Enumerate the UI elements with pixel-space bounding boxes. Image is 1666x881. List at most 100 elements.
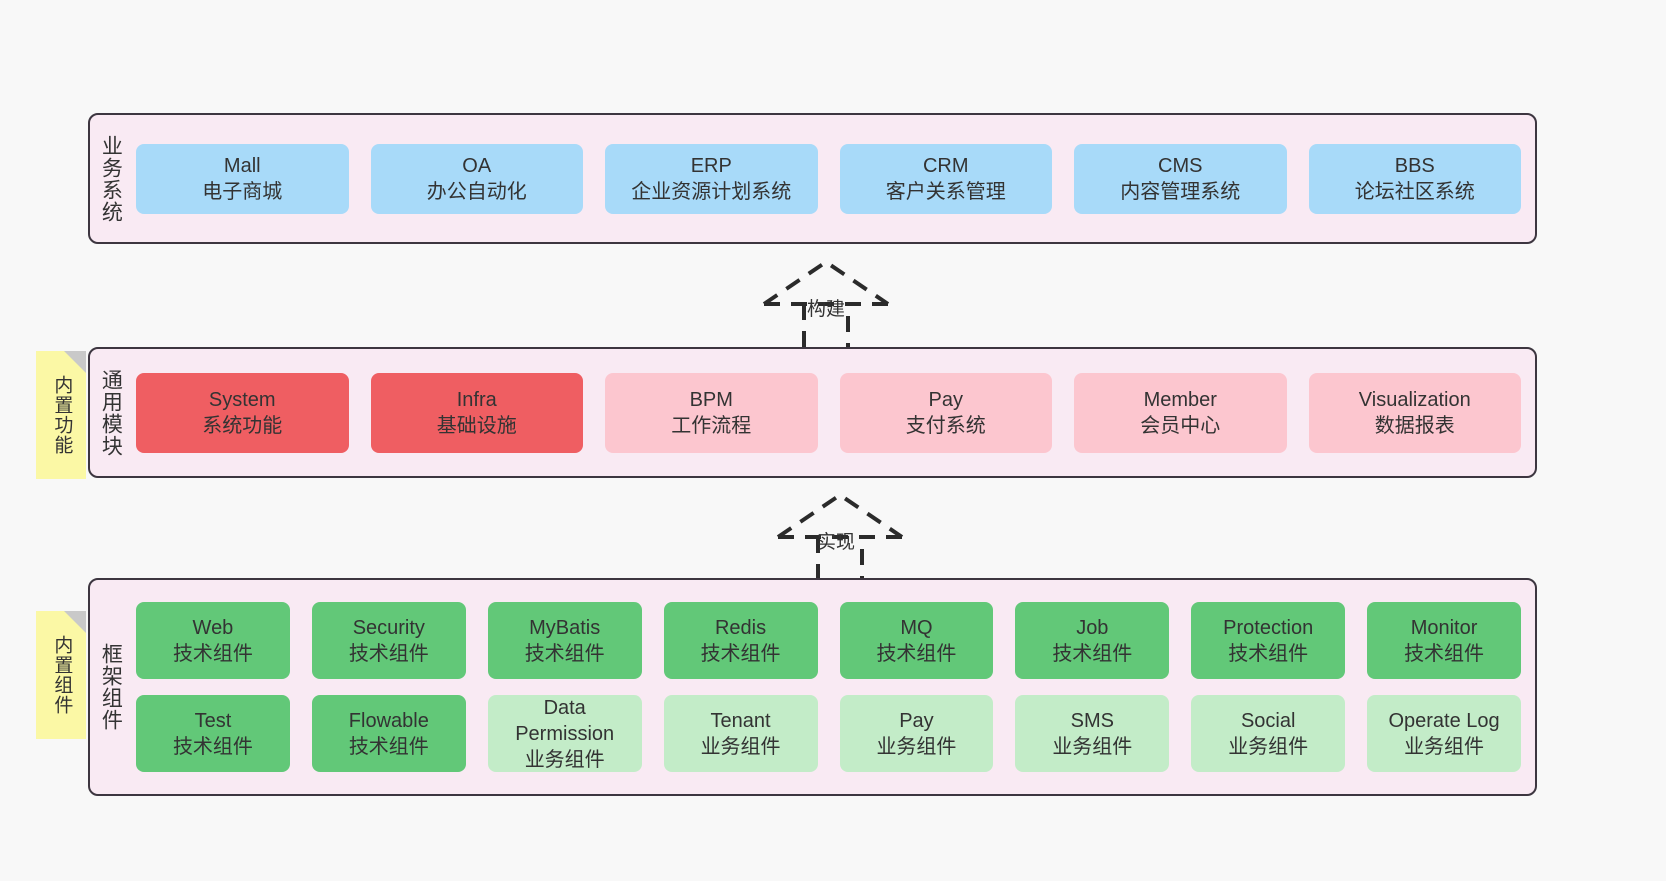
card-title: Mall — [223, 154, 261, 177]
card-title: Member — [1143, 388, 1217, 411]
card-title: Web — [192, 616, 234, 639]
card-title: Redis — [714, 616, 767, 639]
card-subtitle: 技术组件 — [700, 642, 781, 665]
card-title: Visualization — [1358, 388, 1471, 411]
card-title: Pay — [928, 388, 963, 411]
card-subtitle: 技术组件 — [348, 642, 429, 665]
card-subtitle: 业务组件 — [876, 735, 957, 758]
layer-body-common-modules: System 系统功能 Infra 基础设施 BPM 工作流程 Pay 支付系统… — [130, 349, 1535, 476]
card-mq[interactable]: MQ 技术组件 — [839, 602, 994, 679]
connector-implement: 实现 — [766, 489, 946, 585]
page-fold-icon — [64, 611, 86, 633]
card-subtitle: 技术组件 — [1052, 642, 1133, 665]
card-visualization[interactable]: Visualization 数据报表 — [1308, 372, 1521, 453]
layer-body-business-system: Mall 电子商城 OA 办公自动化 ERP 企业资源计划系统 CRM 客户关系… — [130, 115, 1535, 242]
card-title: SMS — [1070, 709, 1114, 732]
layer-framework-components: 框架组件 Web 技术组件 Security 技术组件 MyBatis 技术组件… — [88, 578, 1537, 796]
card-job[interactable]: Job 技术组件 — [1015, 602, 1170, 679]
card-bbs[interactable]: BBS 论坛社区系统 — [1308, 143, 1521, 214]
card-row: Mall 电子商城 OA 办公自动化 ERP 企业资源计划系统 CRM 客户关系… — [136, 143, 1521, 214]
card-test[interactable]: Test 技术组件 — [136, 695, 290, 772]
card-title: ERP — [690, 154, 732, 177]
generalization-arrow-icon — [762, 259, 890, 352]
layer-title-common-modules: 通用模块 — [99, 368, 123, 457]
card-subtitle: 业务组件 — [1404, 735, 1485, 758]
card-title: Infra — [456, 388, 497, 411]
card-subtitle: 技术组件 — [1404, 642, 1485, 665]
card-subtitle: 业务组件 — [524, 748, 605, 771]
card-subtitle: 工作流程 — [671, 414, 752, 437]
card-pay-component[interactable]: Pay 业务组件 — [839, 695, 994, 772]
card-sms[interactable]: SMS 业务组件 — [1015, 695, 1170, 772]
card-row: Test 技术组件 Flowable 技术组件 Data Permission … — [136, 695, 1521, 772]
card-subtitle: 技术组件 — [876, 642, 957, 665]
card-subtitle: 办公自动化 — [426, 180, 527, 203]
card-redis[interactable]: Redis 技术组件 — [663, 602, 818, 679]
card-subtitle: 电子商城 — [202, 180, 283, 203]
page-fold-icon — [64, 351, 86, 373]
card-title: Test — [194, 709, 232, 732]
sticky-note-label: 内置功能 — [51, 375, 73, 455]
card-title: Flowable — [348, 709, 429, 732]
card-subtitle: 技术组件 — [348, 735, 429, 758]
card-title: Protection — [1223, 616, 1314, 639]
card-title: Job — [1076, 616, 1109, 639]
card-title: BBS — [1394, 154, 1435, 177]
card-subtitle: 会员中心 — [1140, 414, 1221, 437]
layer-common-modules: 通用模块 System 系统功能 Infra 基础设施 BPM 工作流程 Pay… — [88, 347, 1537, 478]
card-mall[interactable]: Mall 电子商城 — [136, 143, 349, 214]
card-social[interactable]: Social 业务组件 — [1191, 695, 1346, 772]
card-monitor[interactable]: Monitor 技术组件 — [1367, 602, 1521, 679]
card-crm[interactable]: CRM 客户关系管理 — [839, 143, 1052, 214]
card-title: Social — [1240, 709, 1296, 732]
card-system[interactable]: System 系统功能 — [136, 372, 349, 453]
card-title: MyBatis — [529, 616, 601, 639]
layer-title-framework-components: 框架组件 — [99, 643, 123, 731]
card-title: System — [208, 388, 276, 411]
layer-body-framework-components: Web 技术组件 Security 技术组件 MyBatis 技术组件 Redi… — [130, 580, 1535, 794]
card-subtitle: 系统功能 — [202, 414, 283, 437]
sticky-note-builtin-components: 内置组件 — [36, 611, 86, 739]
card-subtitle: 数据报表 — [1374, 414, 1455, 437]
card-pay-module[interactable]: Pay 支付系统 — [839, 372, 1052, 453]
card-subtitle: 企业资源计划系统 — [631, 180, 792, 203]
card-oa[interactable]: OA 办公自动化 — [370, 143, 583, 214]
connector-build: 构建 — [752, 256, 932, 352]
card-web[interactable]: Web 技术组件 — [136, 602, 290, 679]
card-operate-log[interactable]: Operate Log 业务组件 — [1367, 695, 1521, 772]
card-title: Pay — [899, 709, 934, 732]
card-subtitle: 技术组件 — [172, 735, 253, 758]
sticky-note-builtin-features: 内置功能 — [36, 351, 86, 479]
card-mybatis[interactable]: MyBatis 技术组件 — [487, 602, 642, 679]
card-bpm[interactable]: BPM 工作流程 — [605, 372, 818, 453]
card-infra[interactable]: Infra 基础设施 — [370, 372, 583, 453]
card-title: BPM — [689, 388, 733, 411]
card-erp[interactable]: ERP 企业资源计划系统 — [605, 143, 818, 214]
card-title: MQ — [900, 616, 933, 639]
card-subtitle: 客户关系管理 — [885, 180, 1006, 203]
card-subtitle: 业务组件 — [1228, 735, 1309, 758]
card-row: Web 技术组件 Security 技术组件 MyBatis 技术组件 Redi… — [136, 602, 1521, 679]
card-security[interactable]: Security 技术组件 — [311, 602, 466, 679]
card-title: Tenant — [710, 709, 771, 732]
layer-title-business-system: 业务系统 — [99, 134, 123, 223]
card-subtitle: 论坛社区系统 — [1354, 180, 1475, 203]
layer-business-system: 业务系统 Mall 电子商城 OA 办公自动化 ERP 企业资源计划系统 CRM… — [88, 113, 1537, 244]
card-cms[interactable]: CMS 内容管理系统 — [1074, 143, 1287, 214]
card-title: Monitor — [1410, 616, 1478, 639]
generalization-arrow-icon — [776, 492, 904, 585]
card-title: Data Permission — [515, 696, 615, 745]
card-subtitle: 支付系统 — [905, 414, 986, 437]
card-subtitle: 技术组件 — [172, 642, 253, 665]
card-flowable[interactable]: Flowable 技术组件 — [311, 695, 466, 772]
card-tenant[interactable]: Tenant 业务组件 — [663, 695, 818, 772]
sticky-note-label: 内置组件 — [51, 635, 73, 715]
card-title: OA — [462, 154, 492, 177]
card-protection[interactable]: Protection 技术组件 — [1191, 602, 1346, 679]
card-title: Security — [352, 616, 425, 639]
card-member[interactable]: Member 会员中心 — [1074, 372, 1287, 453]
card-subtitle: 业务组件 — [1052, 735, 1133, 758]
card-title: CRM — [922, 154, 969, 177]
card-data-permission[interactable]: Data Permission 业务组件 — [487, 695, 642, 772]
